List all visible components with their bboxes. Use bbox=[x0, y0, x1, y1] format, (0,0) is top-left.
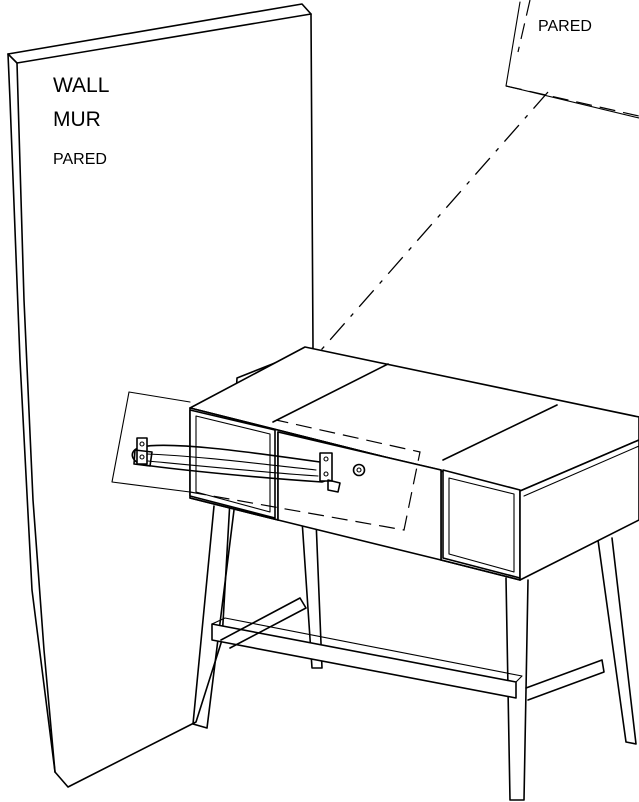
furniture-bracket-right bbox=[319, 452, 341, 493]
drawer-center bbox=[277, 431, 442, 561]
table-side-panel bbox=[519, 439, 639, 581]
leg-stretcher bbox=[211, 597, 605, 701]
wall-label-fr: MUR bbox=[53, 108, 101, 131]
drawer-knob bbox=[352, 463, 366, 477]
detail-wall-label: PARED bbox=[538, 18, 592, 35]
drawer-right bbox=[442, 469, 521, 579]
wall-label-en: WALL bbox=[53, 74, 109, 97]
wall-panel bbox=[7, 3, 314, 788]
detail-callout-wall bbox=[505, 0, 639, 119]
wall-label-es: PARED bbox=[53, 151, 107, 168]
detail-callout-bracket bbox=[111, 391, 421, 531]
wall-bracket-left bbox=[133, 437, 153, 467]
drawer-left bbox=[189, 409, 276, 519]
